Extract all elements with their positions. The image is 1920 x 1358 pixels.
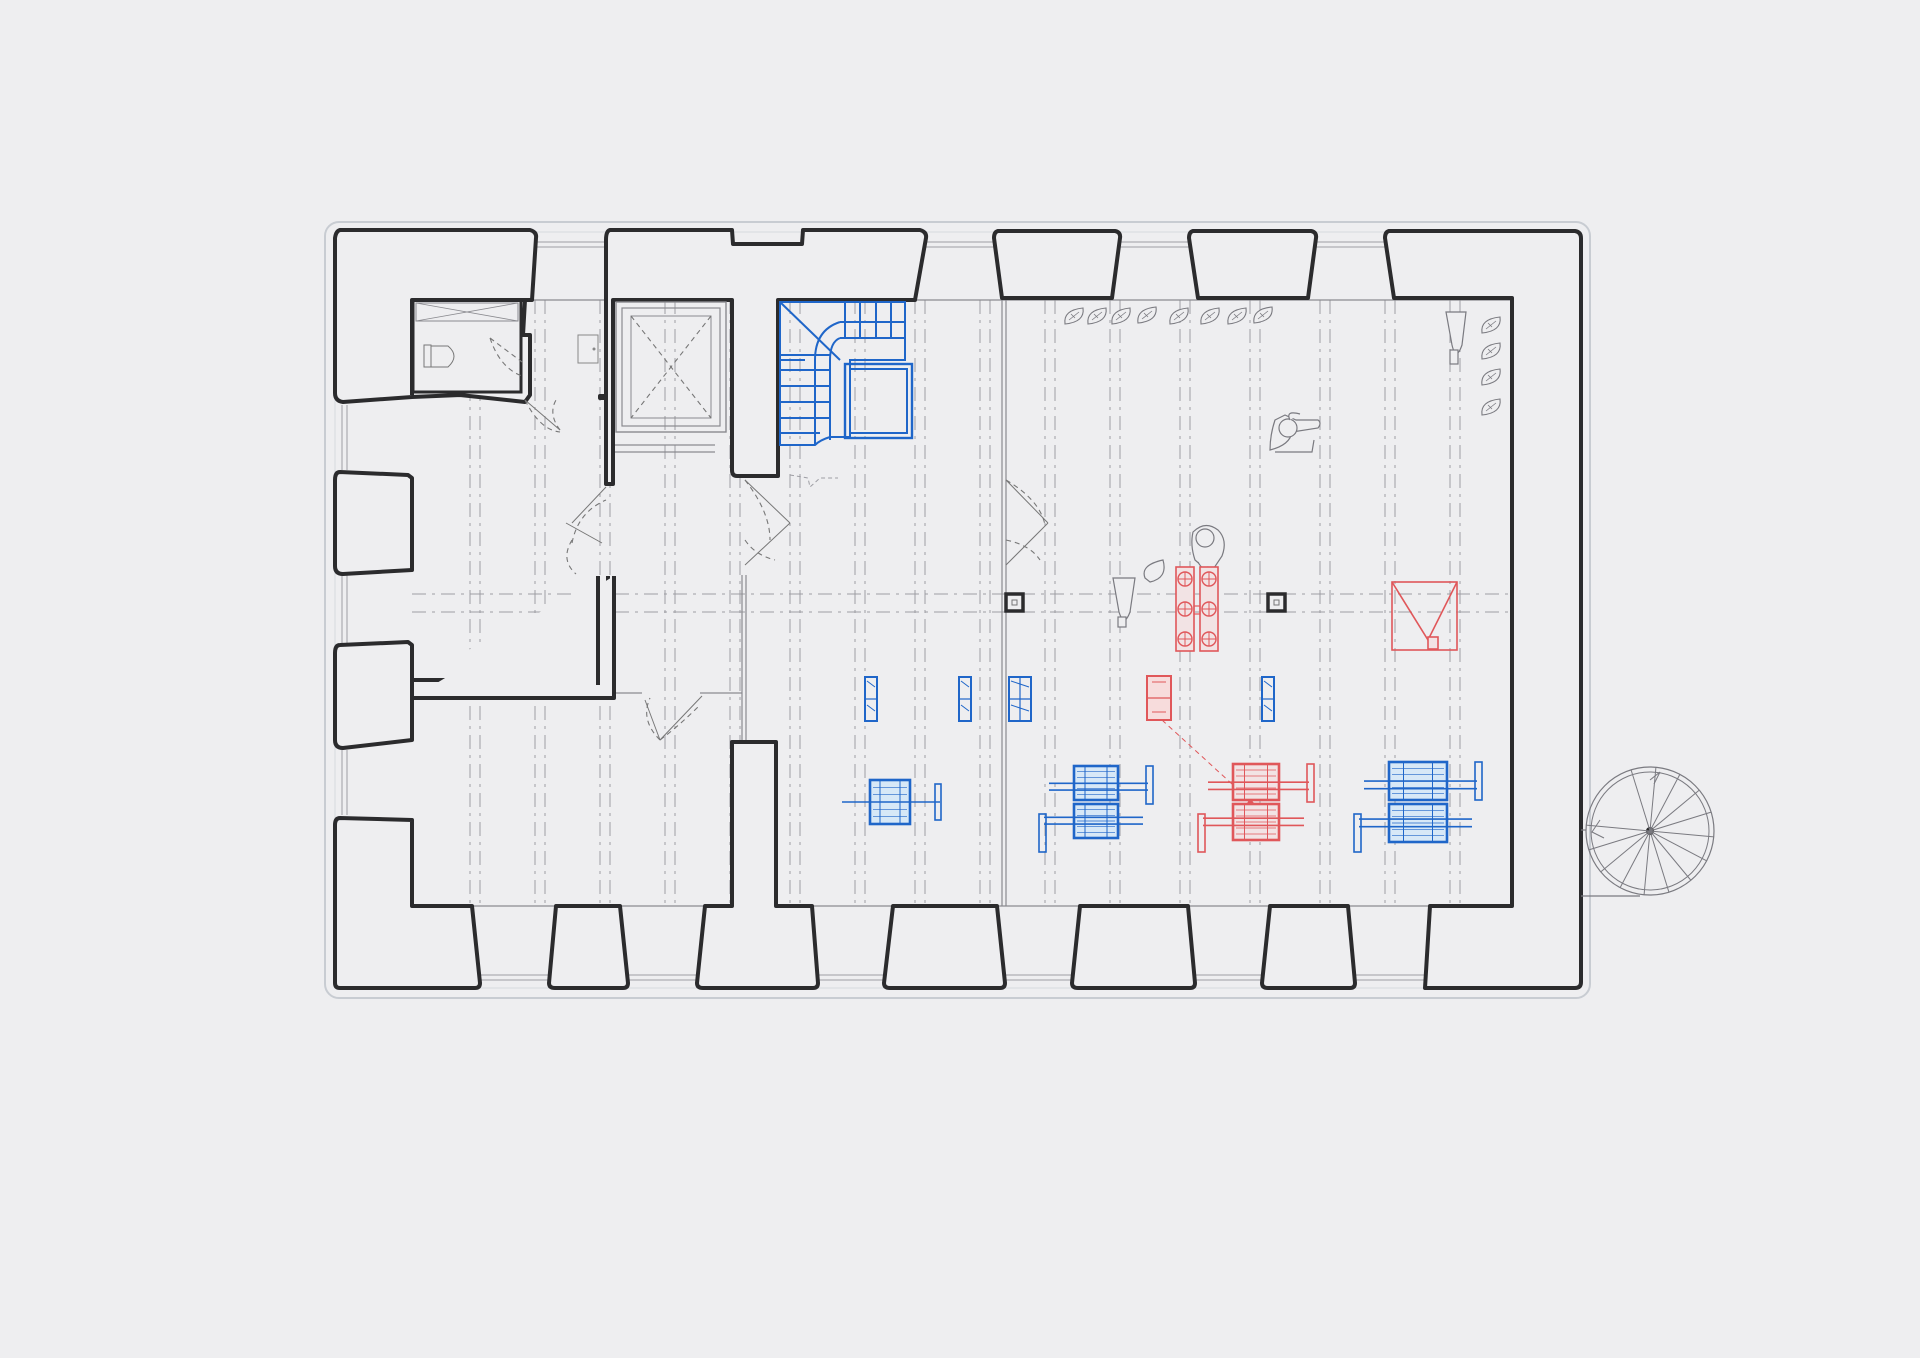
seat-cross (1202, 632, 1216, 646)
spiral-step (1586, 824, 1651, 832)
loom-handle (1306, 763, 1315, 803)
loom-handle (1038, 813, 1047, 853)
staircase (779, 301, 914, 446)
sink-icon (577, 334, 599, 364)
wc-door-swing (489, 337, 523, 377)
plant-leaf (1141, 310, 1153, 320)
plant-icon (1143, 559, 1165, 583)
chair-icon (1112, 577, 1136, 628)
seat-cross (1178, 632, 1192, 646)
plant-leaf (1485, 320, 1497, 330)
person-figure (1269, 412, 1321, 453)
plant-pots (1064, 306, 1501, 416)
plant-leaf (1485, 346, 1497, 356)
seat-cross (1178, 602, 1192, 616)
loom-handle (1474, 761, 1483, 801)
new-worktable (1175, 566, 1219, 652)
spiral-step (1649, 789, 1700, 832)
chair-icon (1445, 311, 1467, 365)
new-hood (1391, 581, 1458, 651)
spiral-step (1588, 830, 1651, 851)
loom-handle (1197, 813, 1206, 853)
spiral-staircase (1581, 766, 1715, 897)
plant-leaf (1485, 372, 1497, 382)
spiral-step (1619, 830, 1651, 888)
loom-handle (934, 783, 942, 821)
plant-leaf (1231, 311, 1243, 321)
window-glazing (341, 241, 1425, 981)
plant-leaf (1257, 310, 1269, 320)
spiral-step (1600, 830, 1651, 873)
stair-arrow (789, 474, 838, 488)
spiral-step (1649, 830, 1692, 881)
exterior-walls (333, 228, 1583, 990)
plant-leaf (1068, 311, 1080, 321)
seat-cross (1178, 572, 1192, 586)
plant-leaf (1115, 311, 1127, 321)
building-outline (324, 221, 1591, 999)
loom-handle (1353, 813, 1362, 853)
spiral-step (1649, 830, 1707, 862)
plant-leaf (1485, 402, 1497, 412)
equipment-detail (866, 680, 876, 712)
existing-loom-1 (842, 778, 942, 826)
existing-loom-3 (1353, 760, 1483, 853)
structural-columns (1004, 592, 1287, 613)
toilet-room (411, 298, 599, 394)
spiral-arrow (1591, 819, 1605, 839)
spiral-step (1630, 769, 1651, 832)
seat-cross (1202, 572, 1216, 586)
spiral-step (1649, 830, 1670, 893)
existing-loom-2 (1038, 764, 1154, 853)
door-swings (524, 399, 1049, 741)
new-loom (1197, 762, 1315, 853)
spiral-step (1649, 811, 1712, 832)
person-figure (1191, 524, 1225, 572)
toilet-bowl-icon (430, 345, 455, 368)
plant-leaf (1173, 311, 1185, 321)
seat-cross (1202, 602, 1216, 616)
elevator-shaft (615, 301, 727, 433)
spiral-arrow (1649, 771, 1661, 785)
plant-leaf (1204, 311, 1216, 321)
existing-equipment-small (864, 676, 1275, 722)
new-equipment-small (1146, 675, 1257, 807)
plant-leaf (1091, 311, 1103, 321)
equipment-detail (960, 680, 970, 712)
equipment-detail (1263, 680, 1273, 712)
spiral-step (1649, 830, 1714, 838)
spiral-step (1649, 774, 1681, 832)
spiral-step (1649, 767, 1657, 832)
loom-handle (1145, 765, 1154, 805)
spiral-step (1643, 830, 1651, 895)
